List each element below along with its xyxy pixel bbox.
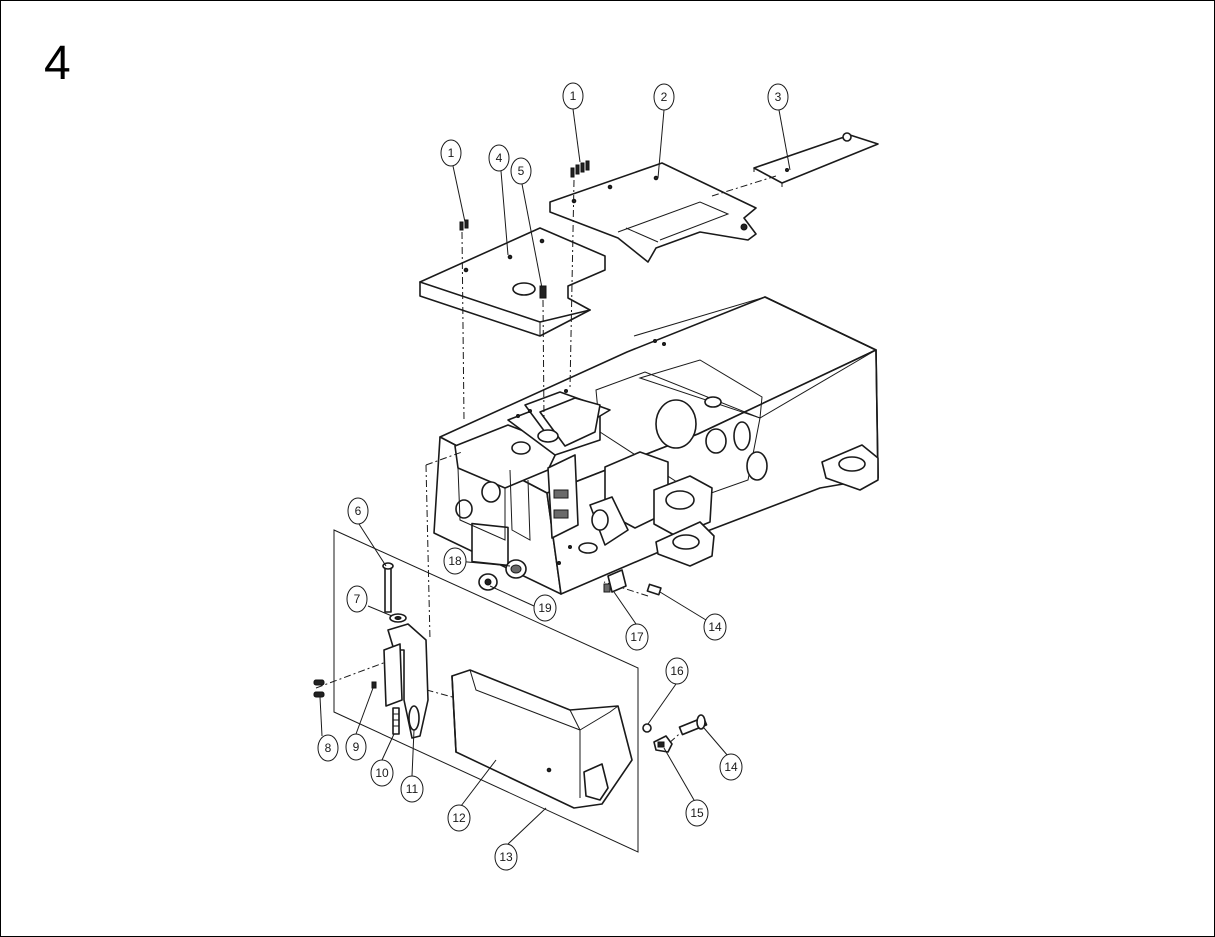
callout-18-label: 18	[448, 554, 462, 568]
catch-clip	[603, 569, 627, 593]
explosion-lines	[315, 175, 777, 745]
callout-5-label: 5	[518, 164, 525, 178]
callout-14a-label: 14	[708, 620, 722, 634]
callout-16-label: 16	[670, 664, 684, 678]
callout-7-label: 7	[354, 592, 361, 606]
figure-number: 4	[44, 37, 71, 90]
callout-3-label: 3	[775, 90, 782, 104]
callout-10-label: 10	[375, 766, 389, 780]
callout-1a-label: 1	[448, 146, 455, 160]
callout-13: 13	[494, 843, 518, 871]
callout-14b: 14	[719, 753, 743, 781]
screw-small	[313, 679, 325, 698]
callout-4-label: 4	[496, 151, 503, 165]
callout-2-label: 2	[661, 90, 668, 104]
callout-19-label: 19	[538, 601, 552, 615]
callout-10: 10	[370, 759, 394, 787]
oil-cap	[505, 559, 527, 579]
callout-12-label: 12	[452, 811, 466, 825]
latch	[653, 735, 673, 753]
callout-4: 4	[488, 144, 510, 172]
plug	[478, 573, 498, 591]
callout-13-label: 13	[499, 850, 513, 864]
callout-15: 15	[685, 799, 709, 827]
callout-11: 11	[400, 775, 424, 803]
stud	[392, 707, 400, 735]
callout-1b: 1	[562, 82, 584, 110]
nut	[642, 723, 652, 733]
callout-15-label: 15	[690, 806, 704, 820]
callout-7: 7	[346, 585, 368, 613]
callout-1a: 1	[440, 139, 462, 167]
callout-6-label: 6	[355, 504, 362, 518]
leader-lines	[319, 108, 791, 845]
callout-14a: 14	[703, 613, 727, 641]
callout-5: 5	[510, 157, 532, 185]
callout-9-label: 9	[353, 740, 360, 754]
bed-plate-left	[419, 227, 606, 337]
callout-3: 3	[767, 83, 789, 111]
washer	[389, 613, 407, 623]
side-cover	[451, 669, 633, 809]
callout-8-label: 8	[325, 741, 332, 755]
machine-bed	[433, 296, 879, 595]
set-screw	[371, 681, 377, 689]
callout-6: 6	[347, 497, 369, 525]
callout-11-label: 11	[406, 782, 419, 796]
screw	[459, 160, 590, 231]
callout-12: 12	[447, 804, 471, 832]
callout-19: 19	[533, 594, 557, 622]
callout-1b-label: 1	[570, 89, 577, 103]
cover-assembly	[333, 529, 639, 853]
pin	[539, 285, 547, 299]
screw-large	[646, 583, 708, 736]
callout-9: 9	[345, 733, 367, 761]
callout-17: 17	[625, 623, 649, 651]
callout-16: 16	[665, 657, 689, 685]
hinge-bracket	[383, 623, 429, 739]
callout-18: 18	[443, 547, 467, 575]
bed-plate-right	[549, 162, 757, 263]
hinge-pin	[382, 562, 394, 613]
slide-plate	[753, 132, 879, 187]
callout-8: 8	[317, 734, 339, 762]
callout-17-label: 17	[630, 630, 644, 644]
callout-2: 2	[653, 83, 675, 111]
callout-14b-label: 14	[724, 760, 738, 774]
